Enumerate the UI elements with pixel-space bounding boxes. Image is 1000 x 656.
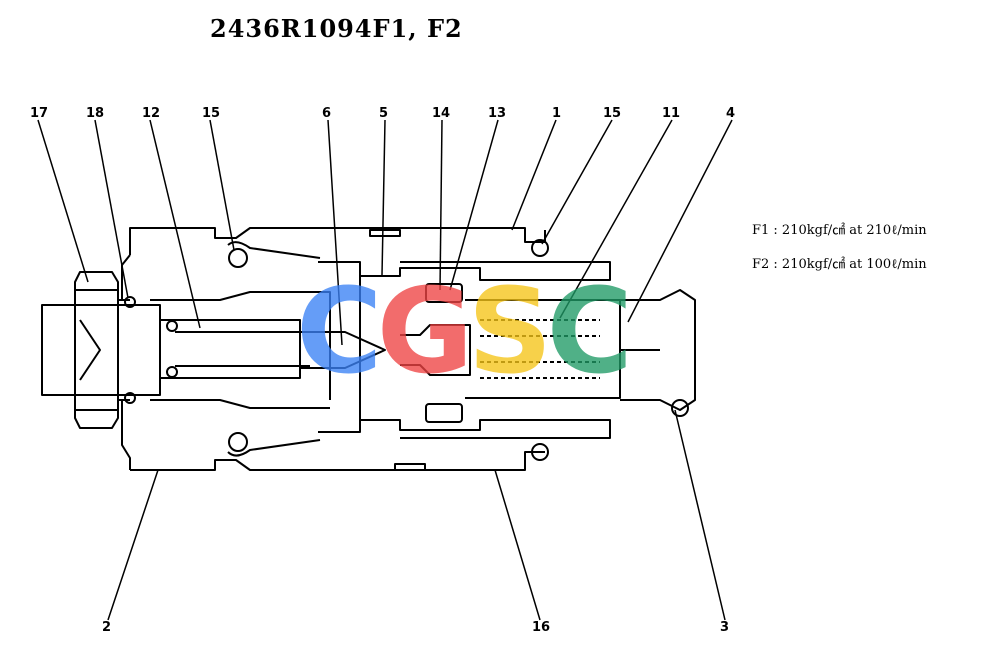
o-ring-18b <box>124 392 136 404</box>
leader-3 <box>674 409 726 621</box>
seal-18 <box>118 299 130 401</box>
nut-17-inner <box>75 289 118 411</box>
body-outline-top <box>129 227 546 255</box>
pilot-piston <box>400 324 471 376</box>
leader-15b <box>541 119 613 245</box>
watermark-letter-c2: C <box>546 262 633 400</box>
leader-17 <box>37 119 89 283</box>
callout-6: 6 <box>322 106 332 121</box>
callout-16: 16 <box>532 620 551 635</box>
backup-ring-15-bottom <box>227 439 321 457</box>
callout-18: 18 <box>86 106 105 121</box>
o-ring-15-top <box>228 248 248 268</box>
o-ring-15-right-bottom <box>531 443 549 461</box>
watermark-letter-g: G <box>376 262 474 400</box>
leader-6 <box>327 119 343 346</box>
leader-14 <box>439 119 443 291</box>
o-ring-12a <box>166 320 178 332</box>
o-ring-12b <box>166 366 178 378</box>
leader-12 <box>149 119 201 329</box>
plug-3-ring <box>671 399 689 417</box>
leader-2 <box>107 469 159 621</box>
poppet-6 <box>299 331 386 369</box>
callout-15a: 15 <box>202 106 221 121</box>
piston-12-bore <box>175 331 310 367</box>
callout-5: 5 <box>379 106 389 121</box>
watermark-letter-s: S <box>467 262 552 400</box>
leader-15a <box>209 119 235 251</box>
o-ring-15-bottom <box>228 432 248 452</box>
backup-ring-15-top <box>227 241 321 259</box>
watermark-letter-c1: C <box>296 262 383 400</box>
callout-13: 13 <box>488 106 507 121</box>
callout-11: 11 <box>662 106 681 121</box>
leader-1 <box>511 119 557 231</box>
leader-5 <box>381 119 386 276</box>
o-ring-18a <box>124 296 136 308</box>
seat-14 <box>425 283 463 303</box>
spec-f2: F2 : 210kgf/㎠ at 100ℓ/min <box>752 257 927 272</box>
leader-4 <box>627 119 733 323</box>
sleeve <box>150 291 331 409</box>
housing-5-lower <box>318 419 611 439</box>
leader-11 <box>559 119 673 319</box>
callout-17: 17 <box>30 106 49 121</box>
nut-17 <box>74 271 119 429</box>
screw-stub <box>41 304 161 396</box>
body-outline-bottom <box>130 451 545 471</box>
drawing-title: 2436R1094F1, F2 <box>210 14 463 43</box>
callout-4: 4 <box>726 106 736 121</box>
port-bottom <box>394 463 426 471</box>
callout-15b: 15 <box>603 106 622 121</box>
leader-13 <box>449 119 499 291</box>
screw-hex <box>79 319 101 381</box>
housing-5-mid <box>329 276 361 420</box>
seat-14-lower <box>425 403 463 423</box>
o-ring-15-right-top <box>531 239 549 257</box>
cgsc-watermark: CGSC <box>296 262 633 400</box>
piston-12 <box>160 319 301 379</box>
port-top <box>369 229 401 237</box>
leader-18 <box>94 119 129 299</box>
cap-4 <box>620 289 696 411</box>
callout-1: 1 <box>552 106 562 121</box>
specification-block: F1 : 210kgf/㎠ at 210ℓ/min F2 : 210kgf/㎠ … <box>752 214 927 282</box>
callout-14: 14 <box>432 106 451 121</box>
spring-11 <box>480 319 600 379</box>
callout-2: 2 <box>102 620 112 635</box>
callout-12: 12 <box>142 106 161 121</box>
callout-3: 3 <box>720 620 730 635</box>
spec-f1: F1 : 210kgf/㎠ at 210ℓ/min <box>752 223 927 238</box>
leader-16 <box>494 469 541 621</box>
